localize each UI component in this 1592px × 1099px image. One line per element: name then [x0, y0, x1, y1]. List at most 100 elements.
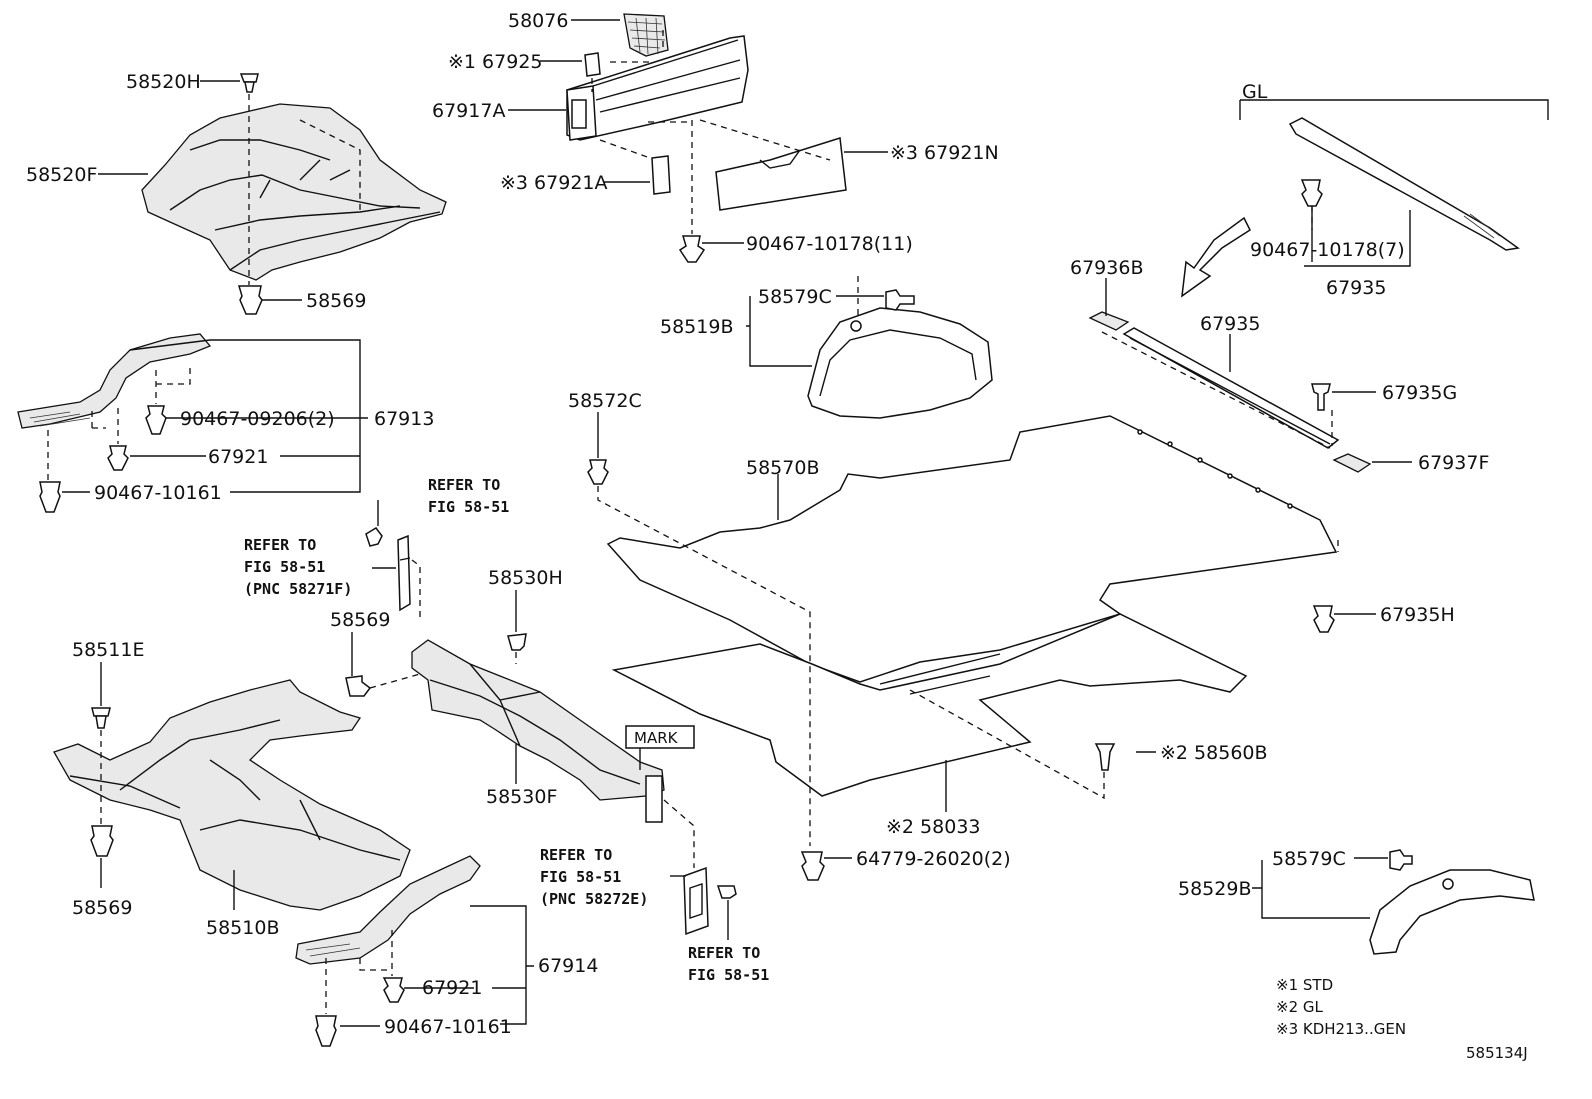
strip-67935-gl — [1288, 117, 1520, 251]
clip-58520H — [239, 73, 259, 93]
clip-67935G — [1311, 383, 1331, 411]
clip-67925 — [584, 52, 601, 77]
step-67913 — [17, 333, 212, 429]
arrow — [1181, 216, 1251, 298]
label-58511E: 58511E — [72, 639, 144, 661]
label-58572C: 58572C — [568, 390, 642, 412]
pad-67936B — [1088, 311, 1130, 331]
label-67913: 67913 — [374, 408, 434, 430]
step-67914 — [295, 855, 481, 965]
label-67917A: 67917A — [432, 100, 505, 122]
label-67921A: ※3 67921A — [500, 172, 608, 194]
label-refer2-c: (PNC 58271F) — [244, 580, 352, 598]
label-58033: ※2 58033 — [886, 816, 981, 838]
clip-58530H — [507, 633, 527, 651]
label-refer2-a: REFER TO — [244, 536, 316, 554]
label-67935-mid: 67935 — [1200, 313, 1260, 335]
clip-58569-mid — [345, 675, 372, 697]
label-90467-10178-7: 90467-10178(7) — [1250, 239, 1405, 261]
rear-step-panel — [566, 35, 749, 141]
label-58529B: 58529B — [1178, 878, 1251, 900]
label-58530H: 58530H — [488, 567, 563, 589]
label-58076: 58076 — [508, 10, 568, 32]
label-58579C-top: 58579C — [758, 286, 832, 308]
mark-box — [625, 725, 695, 770]
label-refer1-a: REFER TO — [428, 476, 500, 494]
clip-90467-09206 — [145, 405, 167, 435]
label-58530F: 58530F — [486, 786, 557, 808]
label-refer4-a: REFER TO — [688, 944, 760, 962]
clip-67921-top — [107, 445, 129, 471]
clip-58572C — [587, 459, 609, 485]
clip-58511E — [91, 707, 111, 729]
label-64779: 64779-26020(2) — [856, 848, 1011, 870]
cross-member-58530F — [411, 639, 665, 823]
label-refer2-b: FIG 58-51 — [244, 558, 325, 576]
label-58520F: 58520F — [26, 164, 97, 186]
label-67937F: 67937F — [1418, 452, 1489, 474]
bolt-refer4 — [716, 885, 737, 899]
label-58570B: 58570B — [746, 457, 819, 479]
part-labels: 58076 ※1 67925 67917A ※3 67921N ※3 67921… — [26, 10, 1528, 1062]
strip-67935-mid — [1122, 327, 1340, 449]
clip-58569-bot — [90, 825, 114, 857]
bracket-58272E — [683, 866, 709, 936]
label-90467-10178-11: 90467-10178(11) — [746, 233, 913, 255]
label-67935H: 67935H — [1380, 604, 1455, 626]
grille-58076 — [623, 13, 669, 57]
label-58569-bot: 58569 — [72, 897, 132, 919]
cover-58529B — [1369, 869, 1535, 955]
label-67921-top: 67921 — [208, 446, 268, 468]
bolt-refer1 — [365, 527, 383, 547]
label-refer3-b: FIG 58-51 — [540, 868, 621, 886]
pad-67921A — [651, 155, 671, 195]
label-58510B: 58510B — [206, 917, 279, 939]
clip-64779 — [800, 851, 825, 881]
note-3: ※3 KDH213..GEN — [1276, 1020, 1406, 1038]
label-refer1-b: FIG 58-51 — [428, 498, 509, 516]
pad-67937F — [1332, 453, 1372, 473]
figure-code: 585134J — [1466, 1044, 1528, 1062]
note-1: ※1 STD — [1276, 976, 1333, 994]
label-67925: ※1 67925 — [448, 51, 543, 73]
label-58569-top: 58569 — [306, 290, 366, 312]
cover-58519B — [807, 307, 993, 419]
note-2: ※2 GL — [1276, 998, 1324, 1016]
label-67935-gl: 67935 — [1326, 277, 1386, 299]
label-58519B: 58519B — [660, 316, 733, 338]
clip-90467-10178-7 — [1300, 179, 1323, 207]
clip-90467-10161-bot — [315, 1015, 337, 1047]
label-67914: 67914 — [538, 955, 598, 977]
label-67935G: 67935G — [1382, 382, 1457, 404]
bracket-58271F — [397, 534, 411, 612]
label-refer4-b: FIG 58-51 — [688, 966, 769, 984]
label-58520H: 58520H — [126, 71, 201, 93]
label-67936B: 67936B — [1070, 257, 1143, 279]
bolt-58579C-bot — [1389, 849, 1413, 871]
floor-tray-58520F — [141, 103, 447, 281]
label-90467-09206: 90467-09206(2) — [180, 408, 335, 430]
pad-67921N — [715, 137, 847, 211]
clip-90467-10178-11 — [678, 235, 706, 263]
label-90467-10161-top: 90467-10161 — [94, 482, 222, 504]
clip-58569-top — [237, 285, 263, 315]
label-90467-10161-bot: 90467-10161 — [384, 1016, 512, 1038]
clip-67921-bot — [382, 977, 405, 1003]
floor-tray-58510B — [53, 679, 411, 911]
label-gl: GL — [1242, 81, 1268, 103]
label-58579C-bot: 58579C — [1272, 848, 1346, 870]
bolt-58579C-top — [885, 289, 915, 311]
label-mark: MARK — [634, 729, 679, 747]
label-67921-bot: 67921 — [422, 977, 482, 999]
floor-mat-58570B — [606, 415, 1338, 683]
clip-90467-10161-top — [39, 481, 61, 513]
label-refer3-c: (PNC 58272E) — [540, 890, 648, 908]
label-58560B: ※2 58560B — [1160, 742, 1268, 764]
clip-67935H — [1312, 605, 1335, 633]
label-58569-mid: 58569 — [330, 609, 390, 631]
floor-mat-58033 — [611, 613, 1248, 797]
label-refer3-a: REFER TO — [540, 846, 612, 864]
label-67921N: ※3 67921N — [890, 142, 999, 164]
clip-58560B — [1094, 743, 1116, 771]
